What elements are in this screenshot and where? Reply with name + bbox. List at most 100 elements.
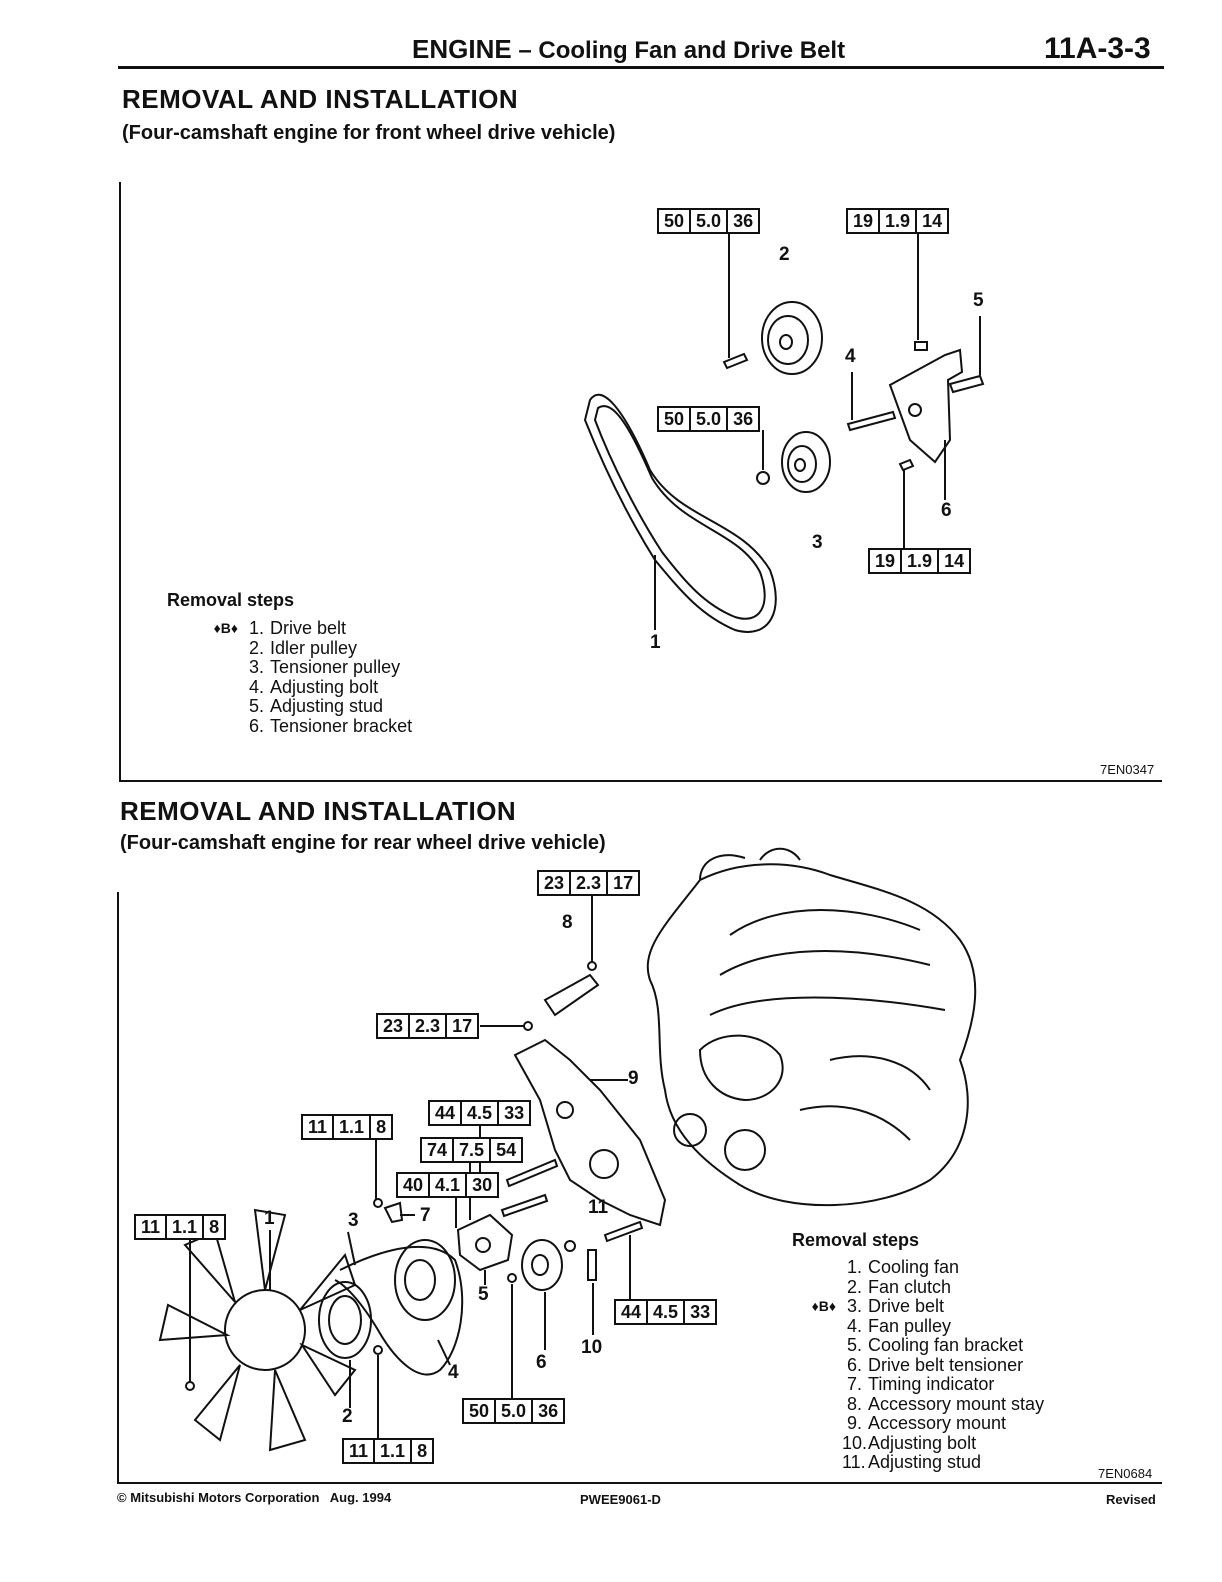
torque-spec: 74 7.5 54: [420, 1137, 524, 1163]
callout-number: 1: [264, 1208, 275, 1229]
callout-number: 5: [973, 290, 984, 311]
callout-number: 10: [581, 1337, 603, 1358]
list-item: 3.Tensioner pulley: [248, 657, 401, 677]
accessory-mount: [513, 1038, 667, 1227]
drive-belt-tensioner: [521, 1239, 563, 1291]
torque-spec: 11 1.1 8: [134, 1214, 227, 1240]
torque-spec: 50 5.0 36: [462, 1398, 566, 1424]
list-item: 6.Drive belt tensioner: [846, 1354, 1024, 1375]
drive-belt: [334, 1246, 464, 1376]
section1-figure: [583, 232, 985, 633]
torque-spec: 11 1.1 8: [342, 1438, 435, 1464]
list-item: 9.Accessory mount: [846, 1413, 1007, 1433]
callout-number: 11: [588, 1197, 609, 1218]
torque-spec: 11 1.1 8: [301, 1114, 394, 1140]
adjusting-bolt: [846, 410, 897, 432]
callout-number: 3: [812, 532, 823, 553]
tensioner-bracket: [888, 348, 964, 464]
torque-spec: 23 2.3 17: [376, 1013, 480, 1039]
section2-subtitle: (Four-camshaft engine for rear wheel dri…: [120, 832, 606, 854]
fan-pulley: [394, 1239, 456, 1321]
torque-spec: 44 4.5 33: [428, 1100, 532, 1126]
footer-date: Aug. 1994: [329, 1490, 392, 1505]
torque-spec: 50 5.0 36: [657, 406, 761, 432]
header-title: Cooling Fan and Drive Belt: [538, 37, 846, 64]
footer-doc-code: PWEE9061-D: [580, 1492, 661, 1507]
list-item: 8.Accessory mount stay: [846, 1393, 1045, 1414]
list-item: 2.Fan clutch: [846, 1276, 952, 1297]
list-item: 6.Tensioner bracket: [248, 715, 413, 736]
list-item: 5.Adjusting stud: [248, 696, 384, 716]
torque-spec: 19 1.9 14: [868, 548, 972, 574]
section1-figure-code: 7EN0347: [1100, 762, 1155, 777]
callout-number: 6: [941, 500, 952, 521]
list-item: 7.Timing indicator: [846, 1374, 995, 1394]
timing-indicator: [383, 1201, 404, 1224]
leader-line: [347, 1231, 356, 1266]
idler-bolt: [722, 352, 749, 370]
section1-subtitle: (Four-camshaft engine for front wheel dr…: [122, 122, 616, 144]
section1-steps-list: ♦B♦1.Drive belt 2.Idler pulley 3.Tension…: [200, 618, 413, 736]
bolt: [603, 1220, 644, 1243]
drive-belt-inner: [593, 405, 766, 620]
torque-spec: 50 5.0 36: [657, 208, 761, 234]
bracket-bolt: [914, 341, 928, 351]
footer-copyright: © Mitsubishi Motors Corporation Aug. 199…: [117, 1490, 392, 1505]
bracket-bolt-lower: [898, 458, 915, 472]
section2-frame-bottom: [117, 1482, 1162, 1484]
page-number: 11A-3-3: [1044, 32, 1151, 65]
engine-assembly: [646, 863, 977, 1207]
list-item: 4.Fan pulley: [846, 1315, 952, 1336]
list-item: 1.Cooling fan: [846, 1257, 960, 1277]
callout-number: 9: [628, 1068, 639, 1089]
header-rule: [118, 66, 1164, 69]
running-header: ENGINE – Cooling Fan and Drive Belt: [412, 34, 845, 65]
adjusting-bolt: [587, 1249, 597, 1281]
callout-number: 1: [650, 632, 661, 653]
list-item: 5.Cooling fan bracket: [846, 1335, 1024, 1355]
section1-steps-heading: Removal steps: [167, 590, 295, 610]
section1-title: REMOVAL AND INSTALLATION: [122, 84, 519, 114]
section2-title: REMOVAL AND INSTALLATION: [120, 796, 517, 826]
callout-number: 2: [779, 244, 790, 265]
footer-status: Revised: [1106, 1492, 1156, 1507]
section2-steps-heading: Removal steps: [792, 1230, 920, 1250]
callout-number: 5: [478, 1284, 489, 1305]
bolt: [505, 1158, 559, 1188]
callout-number: 4: [448, 1362, 459, 1383]
section2-figure: [158, 847, 977, 1452]
callout-number: 7: [420, 1205, 431, 1226]
section1-frame-left: [119, 182, 121, 782]
torque-spec: 40 4.1 30: [396, 1172, 500, 1198]
callout-number: 6: [536, 1352, 547, 1373]
drive-belt: [583, 393, 777, 633]
torque-spec: 44 4.5 33: [614, 1299, 718, 1325]
callout-number: 3: [348, 1210, 359, 1231]
bolt: [500, 1193, 549, 1218]
list-item: 10.Adjusting bolt: [842, 1432, 977, 1453]
section2-figure-code: 7EN0684: [1098, 1466, 1153, 1481]
leader-line: [437, 1339, 451, 1366]
list-item: 4.Adjusting bolt: [248, 676, 379, 697]
cooling-fan-bracket: [456, 1213, 514, 1272]
torque-spec: 23 2.3 17: [537, 870, 641, 896]
idler-pulley: [761, 301, 823, 375]
tensioner-nut: [756, 471, 770, 485]
list-item: ♦B♦1.Drive belt: [213, 618, 347, 638]
list-item: 2.Idler pulley: [248, 637, 358, 658]
callout-number: 4: [845, 346, 856, 367]
callout-number: 8: [562, 912, 573, 933]
section1-frame-bottom: [119, 780, 1162, 782]
header-section: ENGINE: [412, 34, 512, 64]
header-dash: –: [518, 37, 532, 64]
torque-spec: 19 1.9 14: [846, 208, 950, 234]
adjusting-stud: [948, 374, 985, 394]
accessory-mount-stay: [543, 973, 600, 1017]
section2-steps-list: 1.Cooling fan 2.Fan clutch ♦B♦3.Drive be…: [798, 1257, 1045, 1473]
tensioner-pulley: [781, 431, 831, 493]
section2-frame-left: [117, 892, 119, 1484]
callout-number: 2: [342, 1406, 353, 1427]
list-item: ♦B♦3.Drive belt: [811, 1296, 945, 1316]
list-item: 11.Adjusting stud: [842, 1452, 982, 1472]
fan-clutch: [318, 1281, 372, 1359]
